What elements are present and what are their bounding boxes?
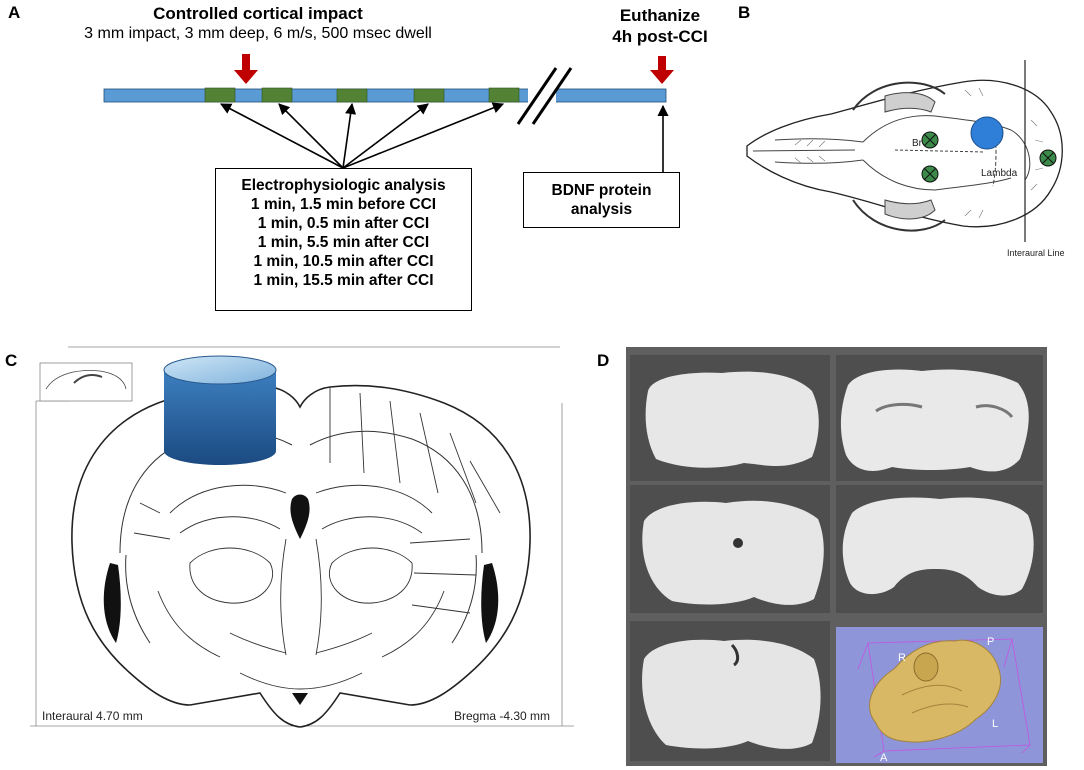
impact-arrow-icon [234,54,258,84]
electrode-marker-icon [921,165,939,183]
axis-label-p: P [987,636,994,648]
impact-site-marker [970,116,1004,150]
panel-letter-c: C [5,351,18,370]
ephys-line: 1 min, 1.5 min before CCI [250,196,437,213]
bregma-coordinate-label: Bregma -4.30 mm [454,709,550,723]
mri-slice [630,485,830,613]
axis-label-l: L [992,718,998,730]
electrode-marker-icon [921,131,939,149]
sagittal-inset [39,362,133,402]
interaural-coordinate-label: Interaural 4.70 mm [42,709,143,723]
panel-letter-d: D [597,351,610,370]
interaural-line-label: Interaural Line [1007,248,1065,258]
rat-skull-illustration: Br Lambda Interaural Line [746,60,1065,258]
mri-slice [836,485,1043,613]
ephys-line: 1 min, 5.5 min after CCI [257,234,430,251]
mri-slices: R P L A [630,355,1043,764]
axis-label-a: A [880,752,888,764]
brain-atlas-section: Interaural 4.70 mm Bregma -4.30 mm [30,346,574,728]
ephys-line: 1 min, 15.5 min after CCI [253,272,434,289]
timeline-diagram [103,54,674,172]
recording-block [261,87,293,103]
euthanize-label: Euthanize 4h post-CCI [580,5,740,47]
lambda-label: Lambda [981,168,1018,179]
mri-slice [630,621,830,761]
euthanize-arrow-icon [650,56,674,84]
panel-letter-b: B [738,3,751,22]
electrode-marker-icon [1039,149,1057,167]
bdnf-analysis-box: BDNF protein analysis [523,172,680,228]
brain-3d-render: R P L A [836,627,1043,764]
ephys-arrows [220,102,669,172]
mri-slice [836,355,1043,481]
ephys-analysis-box: Electrophysiologic analysis 1 min, 1.5 m… [215,168,472,311]
mri-slice [630,355,830,481]
impactor-icon [163,355,277,465]
euthanize-line-1: Euthanize [619,6,701,25]
euthanize-line-2: 4h post-CCI [612,27,708,46]
recording-block [336,88,368,103]
bregma-label: Br [912,138,923,149]
bdnf-line: analysis [570,201,633,218]
time-break-icon [516,67,573,125]
bdnf-line: BDNF protein [551,182,652,199]
impact-title: Controlled cortical impact [153,4,363,23]
recording-block [413,88,445,103]
ephys-line: Electrophysiologic analysis [241,177,446,194]
panel-letter-a: A [8,3,21,22]
ephys-line: 1 min, 0.5 min after CCI [257,215,430,232]
timeline-bar [103,88,667,103]
recording-block [488,87,520,103]
ephys-line: 1 min, 10.5 min after CCI [253,253,434,270]
axis-label-r: R [898,652,906,664]
recording-block [204,87,236,103]
impact-parameters: 3 mm impact, 3 mm deep, 6 m/s, 500 msec … [84,25,432,42]
